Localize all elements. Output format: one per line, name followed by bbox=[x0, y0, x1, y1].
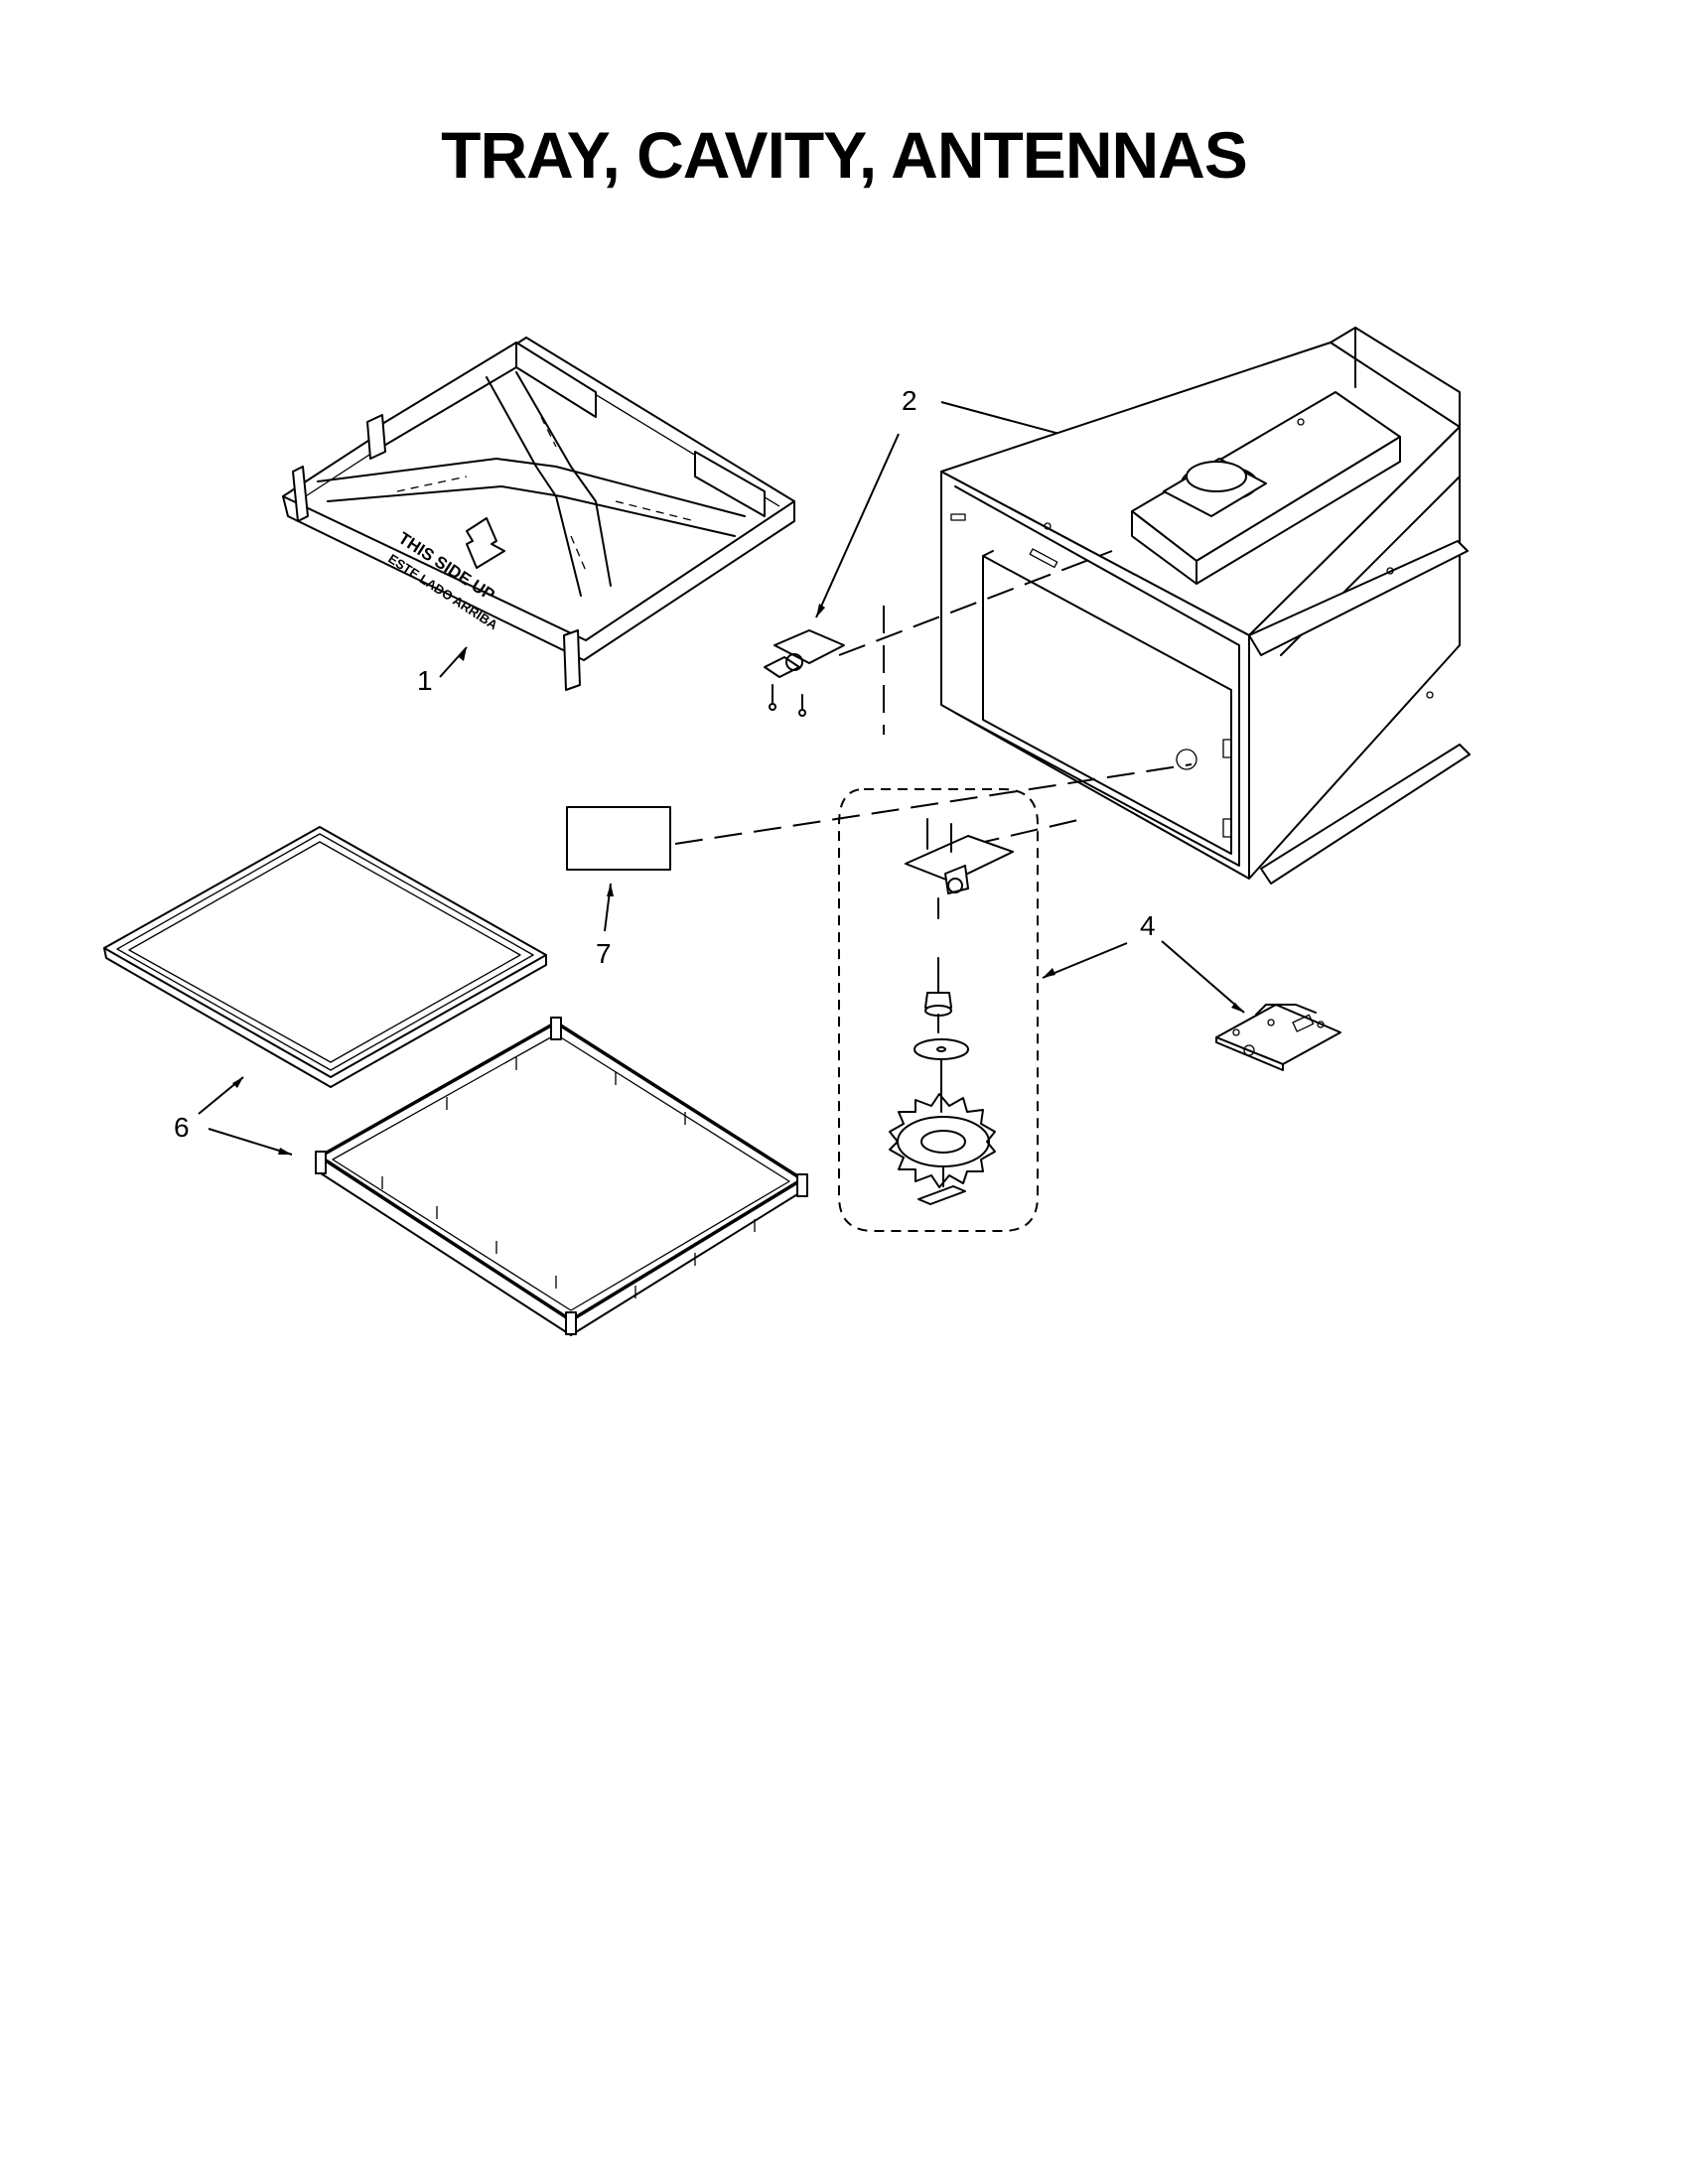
oven-cavity-icon[interactable] bbox=[940, 327, 1471, 885]
antenna-bracket-icon[interactable] bbox=[764, 629, 845, 717]
tray-frame-icon[interactable] bbox=[315, 1017, 808, 1336]
svg-text:4: 4 bbox=[1140, 910, 1156, 941]
control-board-icon[interactable] bbox=[1215, 1004, 1341, 1071]
antenna-assembly-group[interactable] bbox=[838, 788, 1039, 1232]
svg-text:7: 7 bbox=[596, 938, 612, 969]
callout-1: 1 bbox=[417, 646, 468, 696]
callout-6: 6 bbox=[174, 1076, 293, 1156]
svg-text:2: 2 bbox=[902, 385, 917, 416]
svg-text:1: 1 bbox=[417, 665, 433, 696]
tray-icon[interactable]: THIS SIDE UP ESTE LADO ARRIBA bbox=[282, 337, 795, 691]
svg-text:6: 6 bbox=[174, 1112, 190, 1143]
callout-7: 7 bbox=[596, 883, 614, 969]
page-title: TRAY, CAVITY, ANTENNAS bbox=[441, 118, 1248, 192]
label-icon[interactable] bbox=[566, 806, 671, 871]
glass-tray-icon[interactable] bbox=[103, 826, 547, 1088]
callout-4: 4 bbox=[1042, 910, 1245, 1014]
